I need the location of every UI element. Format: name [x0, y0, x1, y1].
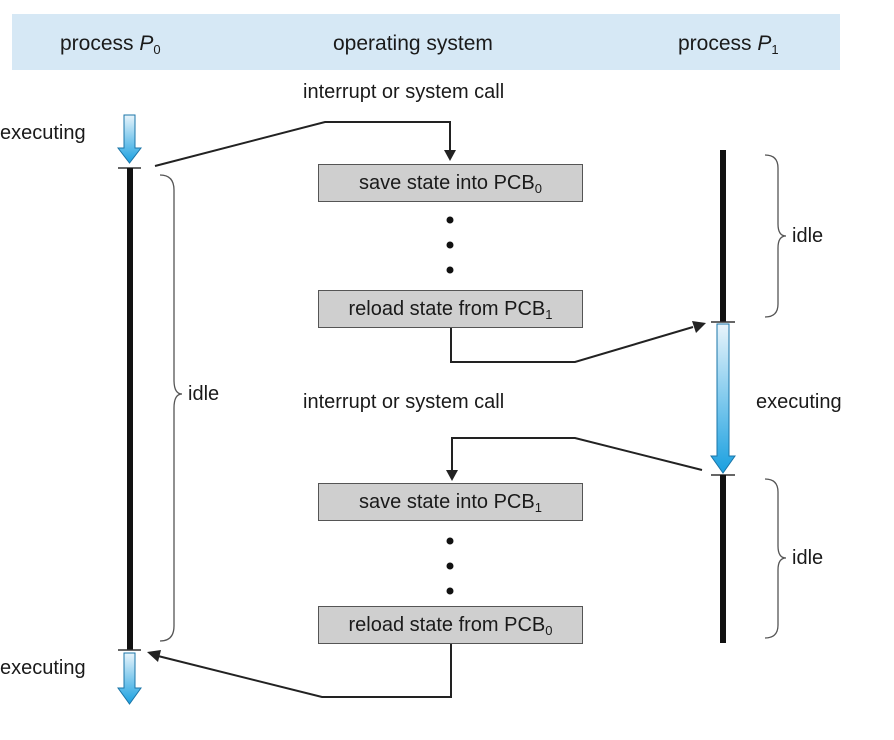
save-state-pcb1-text: save state into PCB — [359, 491, 535, 513]
p1-idle-bar-bottom — [720, 475, 726, 643]
arrow-p1-to-save1 — [451, 437, 703, 472]
p1-idle-brace-top — [764, 154, 787, 318]
p0-executing-label-bottom: executing — [0, 657, 86, 679]
dot — [446, 266, 454, 274]
arrow-p0-to-save0 — [154, 121, 451, 167]
save-state-pcb1-subscript: 1 — [534, 500, 542, 515]
save-state-pcb0-text: save state into PCB — [359, 172, 535, 194]
reload-state-pcb0-subscript: 0 — [545, 623, 553, 638]
arrowhead-save1 — [446, 470, 458, 481]
p1-idle-brace-bottom — [764, 478, 787, 639]
dot — [446, 216, 454, 224]
reload-state-pcb1-text: reload state from PCB — [348, 298, 546, 320]
save-state-pcb0-subscript: 0 — [534, 181, 542, 196]
arrowhead-p0-bottom — [147, 650, 161, 662]
operating-system-header: operating system — [333, 32, 493, 55]
reload-state-pcb0-text: reload state from PCB — [348, 614, 546, 636]
p1-idle-bar-top — [720, 150, 726, 322]
interrupt-label-top: interrupt or system call — [303, 81, 505, 103]
arrow-reload0-to-p0 — [157, 643, 452, 698]
save-state-pcb0-box: save state into PCB0 — [318, 164, 583, 202]
p1-executing-arrow — [710, 323, 736, 474]
process-p0-label: process — [60, 32, 134, 55]
reload-state-pcb1-subscript: 1 — [545, 307, 553, 322]
dot — [446, 241, 454, 249]
reload-state-pcb1-box: reload state from PCB1 — [318, 290, 583, 328]
arrow-reload1-to-p1 — [450, 326, 694, 363]
process-p0-subscript: 0 — [153, 42, 161, 57]
process-p0-name: P — [139, 32, 154, 55]
p0-idle-label: idle — [188, 383, 220, 405]
process-p1-name: P — [757, 32, 772, 55]
dot — [446, 537, 454, 545]
save-state-pcb1-box: save state into PCB1 — [318, 483, 583, 521]
reload-state-pcb0-box: reload state from PCB0 — [318, 606, 583, 644]
p0-idle-bar — [127, 168, 133, 650]
p0-executing-label-top: executing — [0, 122, 86, 144]
arrowhead-save0 — [444, 150, 456, 161]
header-band — [12, 14, 840, 70]
p0-executing-arrow-bottom — [117, 652, 142, 705]
arrowhead-p1 — [692, 321, 706, 333]
p0-idle-brace — [159, 174, 183, 642]
process-p1-label: process — [678, 32, 752, 55]
process-p1-subscript: 1 — [771, 42, 779, 57]
p1-idle-label-bottom: idle — [792, 547, 824, 569]
interrupt-label-mid: interrupt or system call — [303, 391, 505, 413]
process-p0-header: process P0 — [60, 32, 161, 56]
process-p1-header: process P1 — [678, 32, 779, 56]
p0-executing-arrow-top — [116, 114, 143, 164]
dot — [446, 562, 454, 570]
dot — [446, 587, 454, 595]
p1-executing-label: executing — [756, 391, 842, 413]
p1-idle-label-top: idle — [792, 225, 824, 247]
